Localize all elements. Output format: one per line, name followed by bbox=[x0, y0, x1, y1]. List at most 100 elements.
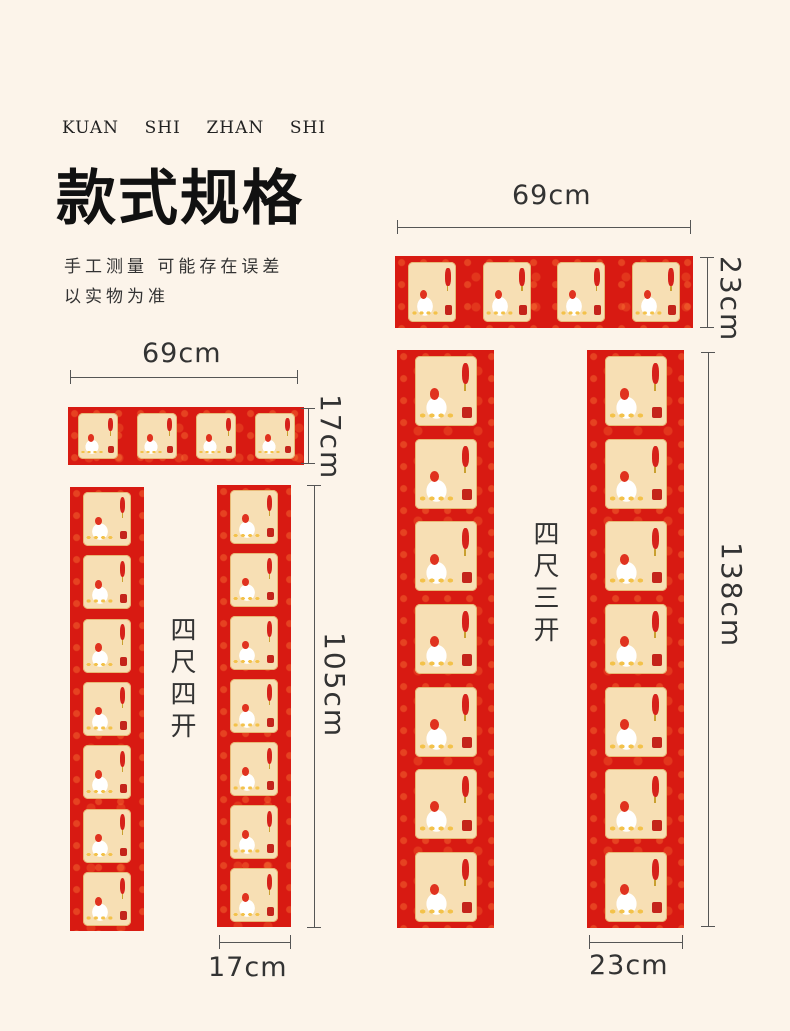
small-vertical-length-label: 105cm bbox=[318, 632, 351, 739]
seal-icon bbox=[651, 736, 662, 749]
seal-icon bbox=[651, 654, 662, 666]
horse-mascot-icon bbox=[485, 289, 514, 316]
horse-mascot-icon bbox=[607, 718, 645, 750]
lantern-icon bbox=[225, 417, 231, 436]
horse-mascot-icon bbox=[85, 897, 115, 921]
lantern-icon bbox=[519, 268, 525, 292]
seal-icon bbox=[461, 489, 472, 501]
horse-mascot-icon bbox=[559, 289, 589, 316]
lantern-icon bbox=[651, 610, 660, 639]
scroll-panel bbox=[414, 603, 477, 674]
seal-icon bbox=[519, 305, 527, 315]
horse-mascot-icon bbox=[417, 388, 455, 420]
horse-mascot-icon bbox=[79, 434, 104, 455]
seal-icon bbox=[107, 446, 115, 454]
small-horizontal-height-label: 17cm bbox=[314, 394, 347, 481]
lantern-icon bbox=[266, 621, 273, 643]
horse-mascot-icon bbox=[634, 289, 663, 316]
seal-icon bbox=[166, 446, 174, 454]
lantern-icon bbox=[266, 494, 273, 517]
scroll-panel bbox=[230, 868, 278, 923]
banner-panel bbox=[408, 262, 457, 322]
horse-mascot-icon bbox=[256, 434, 281, 455]
scroll-panel bbox=[230, 552, 278, 607]
large-horizontal-width-line bbox=[397, 220, 691, 234]
horse-mascot-icon bbox=[232, 767, 262, 791]
seal-icon bbox=[651, 819, 662, 831]
horse-mascot-icon bbox=[85, 706, 115, 731]
seal-icon bbox=[266, 717, 275, 727]
scroll-panel bbox=[414, 356, 477, 427]
seal-icon bbox=[266, 654, 275, 664]
scroll-panel bbox=[604, 356, 667, 427]
seal-icon bbox=[668, 305, 676, 315]
lantern-icon bbox=[266, 747, 273, 769]
lantern-icon bbox=[166, 417, 172, 436]
seal-icon bbox=[651, 571, 662, 584]
lantern-icon bbox=[266, 558, 273, 580]
horse-mascot-icon bbox=[138, 434, 163, 455]
seal-icon bbox=[266, 844, 275, 853]
note-line-2: 以实物为准 bbox=[64, 287, 169, 307]
horse-mascot-icon bbox=[607, 883, 645, 915]
lantern-icon bbox=[461, 445, 470, 474]
scroll-panel bbox=[83, 872, 131, 927]
lantern-icon bbox=[119, 623, 126, 646]
large-set-name: 四尺三开 bbox=[529, 520, 559, 648]
small-horizontal-banner bbox=[68, 407, 304, 465]
note-line-1: 手工测量 可能存在误差 bbox=[64, 257, 284, 277]
small-vertical-length-line bbox=[307, 485, 321, 928]
scroll-panel bbox=[604, 686, 667, 757]
pinyin-heading: KUAN SHI ZHAN SHI bbox=[62, 118, 327, 138]
horse-mascot-icon bbox=[197, 434, 222, 455]
lantern-icon bbox=[461, 610, 470, 639]
lantern-icon bbox=[119, 687, 126, 709]
horse-mascot-icon bbox=[417, 801, 455, 833]
horse-mascot-icon bbox=[85, 516, 115, 541]
lantern-icon bbox=[461, 528, 470, 556]
banner-panel bbox=[557, 262, 606, 322]
seal-icon bbox=[119, 530, 128, 540]
lantern-icon bbox=[266, 684, 273, 706]
lantern-icon bbox=[593, 268, 600, 292]
lantern-icon bbox=[284, 417, 290, 436]
horse-mascot-icon bbox=[417, 718, 455, 750]
seal-icon bbox=[593, 305, 602, 315]
lantern-icon bbox=[651, 858, 660, 886]
large-vertical-scroll-right bbox=[587, 350, 684, 928]
scroll-panel bbox=[604, 603, 667, 674]
horse-mascot-icon bbox=[232, 640, 262, 665]
small-horizontal-height-line bbox=[301, 408, 315, 464]
lantern-icon bbox=[107, 417, 113, 436]
seal-icon bbox=[119, 911, 128, 920]
banner-panel bbox=[254, 413, 295, 459]
scroll-panel bbox=[83, 745, 131, 800]
horse-mascot-icon bbox=[232, 577, 262, 602]
horse-mascot-icon bbox=[232, 893, 262, 918]
scroll-panel bbox=[604, 438, 667, 509]
lantern-icon bbox=[651, 776, 660, 804]
small-horizontal-width-label: 69cm bbox=[142, 338, 222, 369]
large-vertical-width-label: 23cm bbox=[589, 950, 669, 981]
seal-icon bbox=[461, 406, 472, 418]
horse-mascot-icon bbox=[607, 471, 645, 502]
scroll-panel bbox=[414, 686, 477, 757]
lantern-icon bbox=[119, 877, 126, 899]
scroll-panel bbox=[230, 678, 278, 733]
banner-panel bbox=[136, 413, 177, 459]
small-vertical-width-label: 17cm bbox=[208, 952, 288, 983]
lantern-icon bbox=[651, 445, 660, 474]
seal-icon bbox=[651, 406, 662, 418]
lantern-icon bbox=[651, 363, 660, 391]
seal-icon bbox=[461, 654, 472, 666]
horse-mascot-icon bbox=[410, 289, 440, 316]
scroll-panel bbox=[83, 491, 131, 546]
scroll-panel bbox=[414, 521, 477, 592]
lantern-icon bbox=[444, 268, 451, 292]
small-set-name: 四尺四开 bbox=[166, 616, 196, 744]
scroll-panel bbox=[83, 681, 131, 736]
seal-icon bbox=[225, 446, 233, 454]
horse-mascot-icon bbox=[85, 580, 115, 604]
scroll-panel bbox=[230, 615, 278, 670]
banner-panel bbox=[77, 413, 118, 459]
